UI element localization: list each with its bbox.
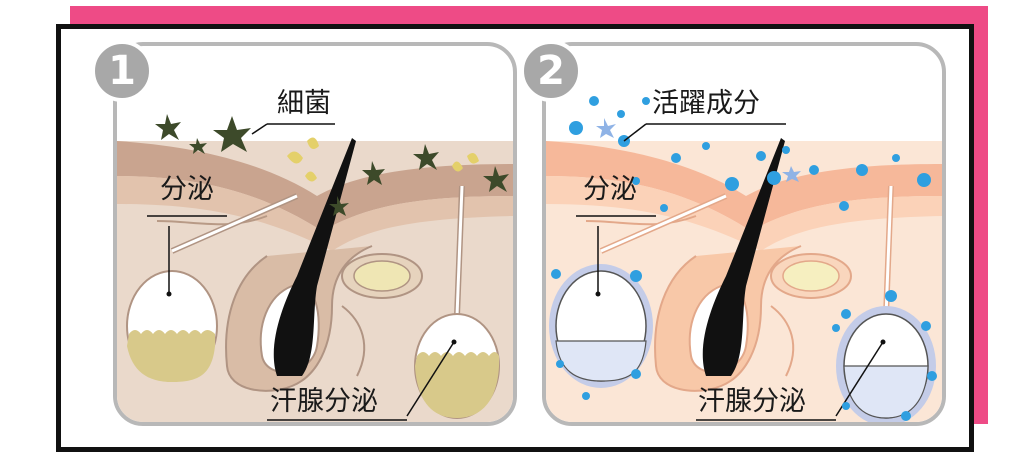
panel-before	[113, 42, 517, 426]
epidermis-lower	[546, 176, 942, 251]
hair	[273, 138, 356, 376]
active-ingredient-dots	[551, 96, 937, 421]
sweat-secretion-label: 汗腺分泌	[698, 386, 806, 417]
sweat-dirty-left	[127, 330, 215, 382]
hair	[702, 138, 785, 376]
sebaceous-gland	[353, 260, 411, 292]
step-number-badge-2: 2	[520, 40, 582, 102]
bacteria-label: 細菌	[277, 88, 331, 119]
secretion-label-left: 分泌	[583, 174, 637, 205]
panel-after	[542, 42, 946, 426]
bacteria	[155, 114, 509, 216]
epidermis-top	[117, 141, 513, 231]
step-number-badge-1: 1	[91, 40, 153, 102]
epidermis-lower	[117, 176, 513, 251]
secretion-label-left: 分泌	[160, 174, 214, 205]
sparkles	[596, 118, 801, 182]
sebaceous-gland	[782, 260, 840, 292]
sweat-secretion-label: 汗腺分泌	[270, 386, 378, 417]
active-ingredient-label: 活躍成分	[652, 88, 760, 119]
epidermis-top	[546, 141, 942, 231]
skin-cross-section-before	[117, 114, 513, 422]
skin-cross-section-after	[546, 96, 942, 422]
